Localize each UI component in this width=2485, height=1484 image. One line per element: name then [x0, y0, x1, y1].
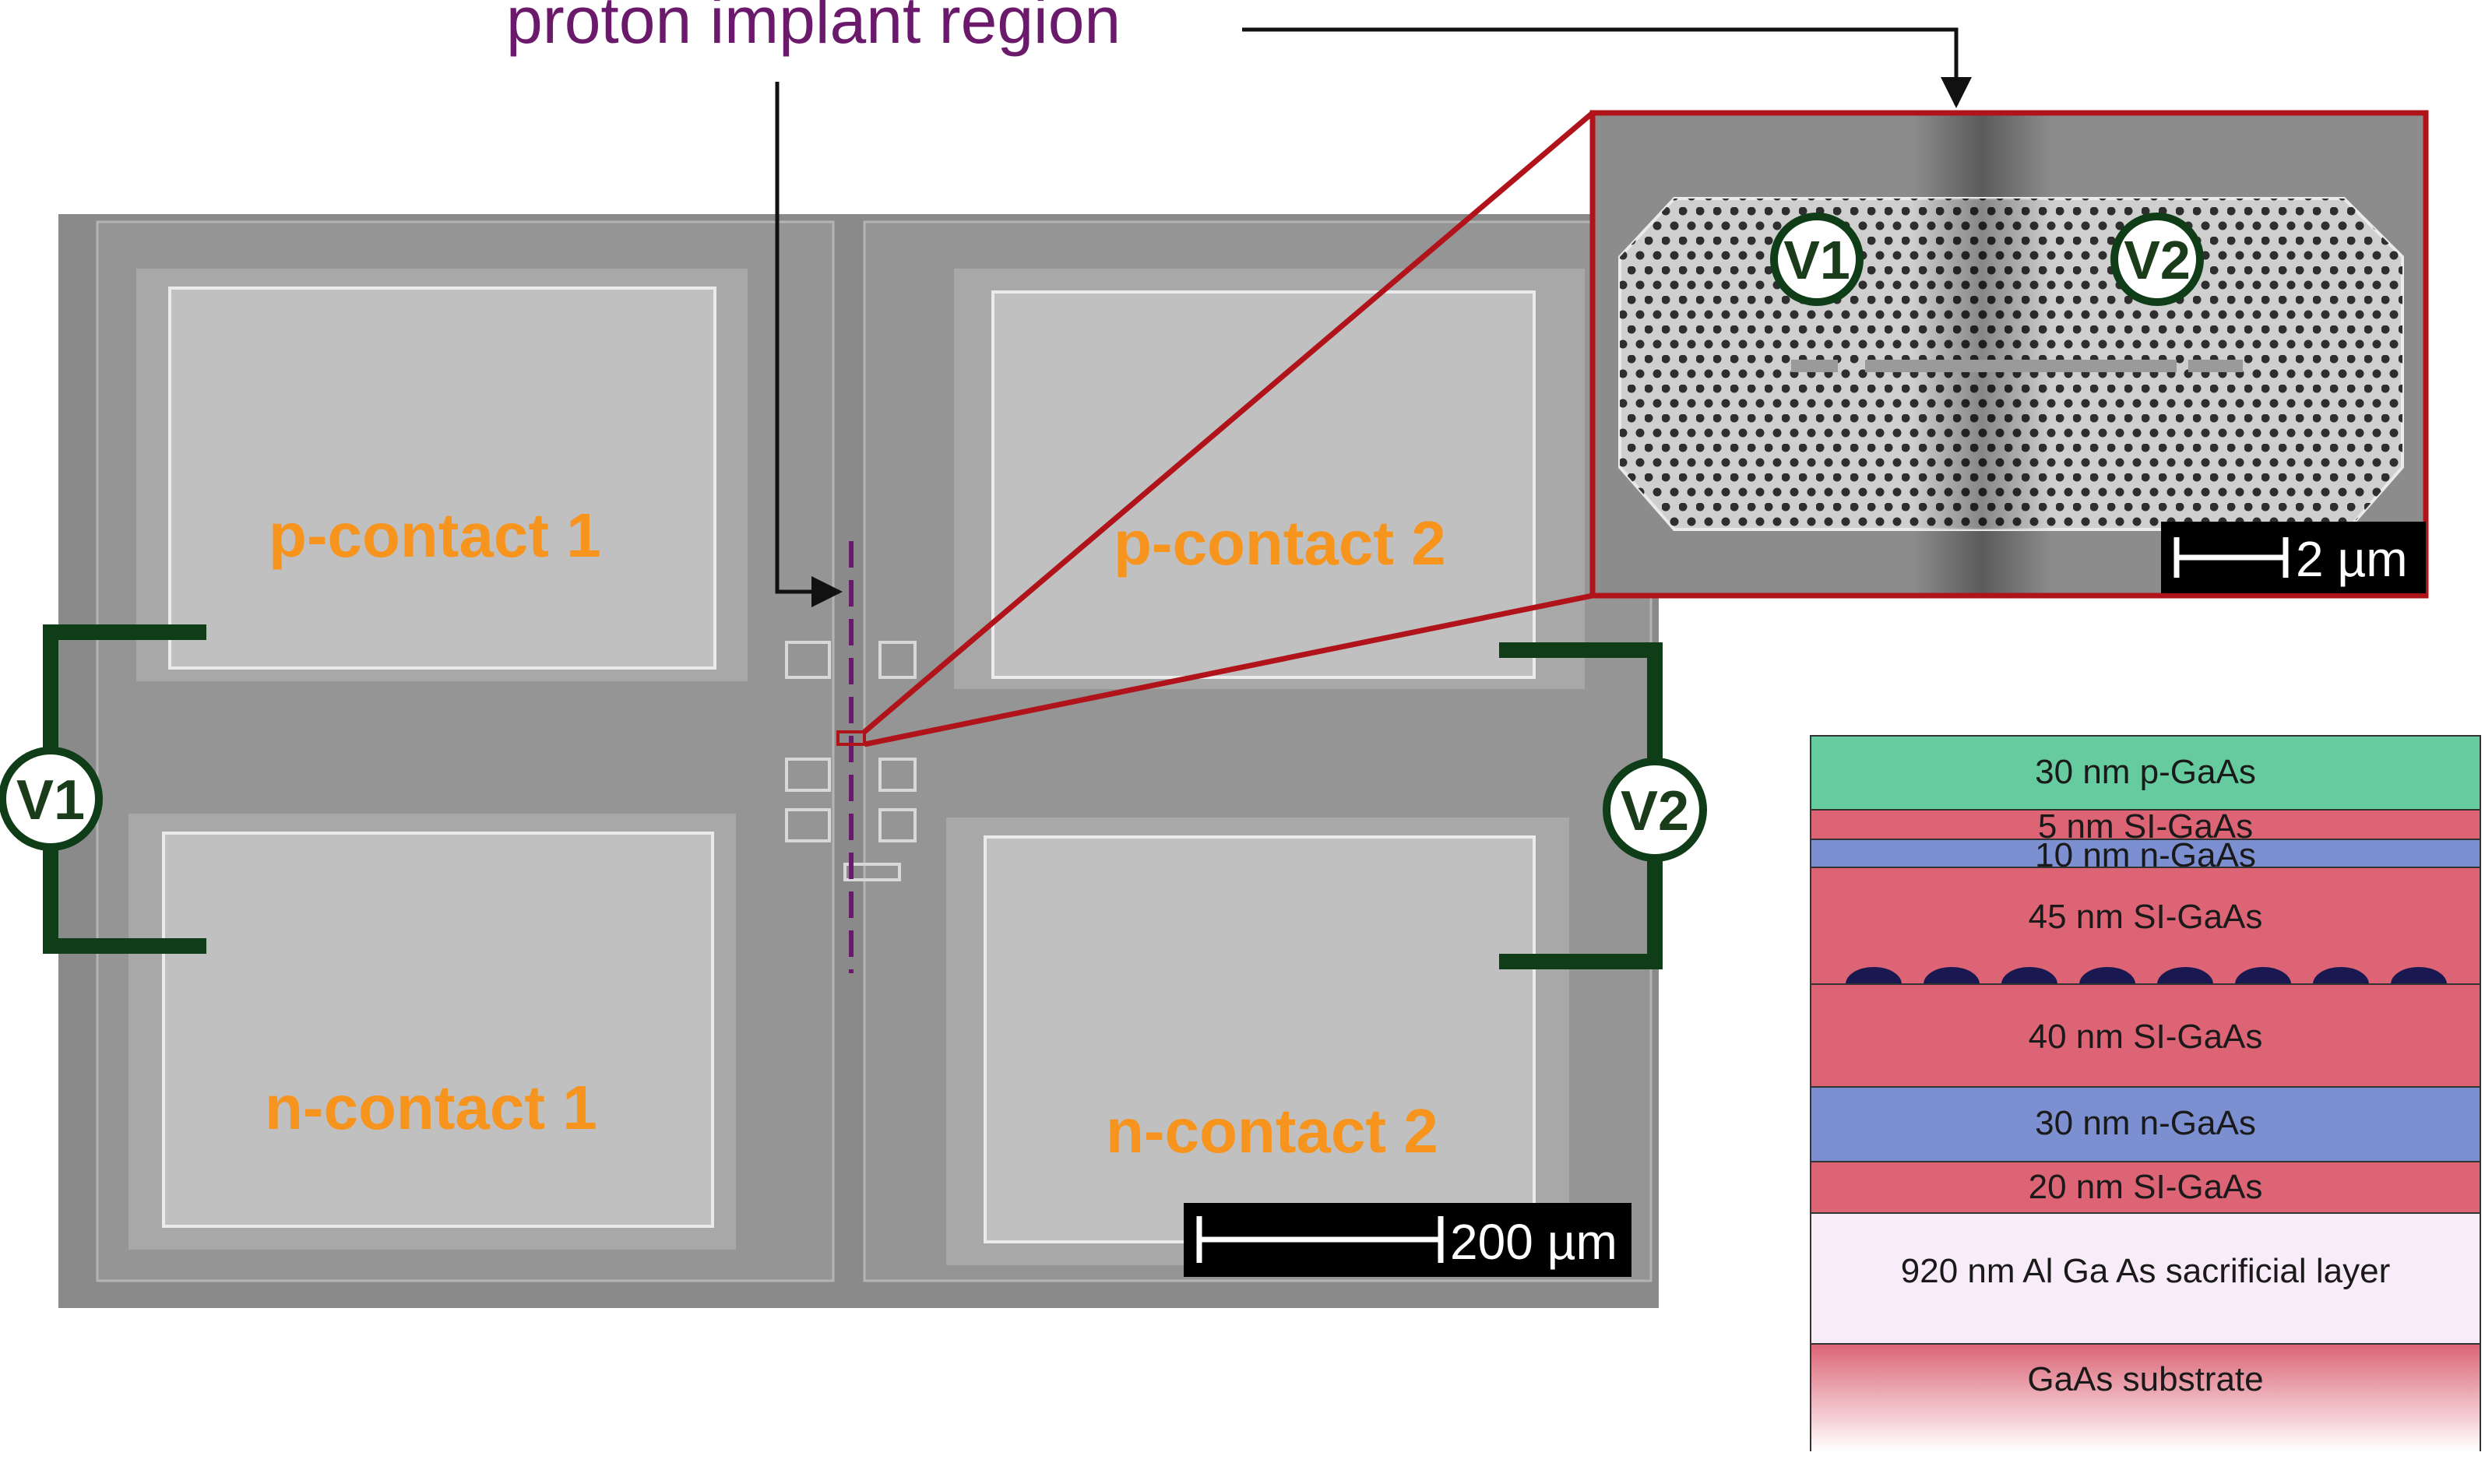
v2-bracket: V2 [1499, 642, 1707, 969]
v2-label: V2 [1621, 780, 1689, 842]
p-contact-1-label: p-contact 1 [269, 501, 601, 570]
p-contact-2-pad [991, 290, 1536, 679]
arrow-to-implant [775, 82, 843, 607]
p-contact-2-label: p-contact 2 [1114, 508, 1446, 578]
layer-5-label: 30 nm n-GaAs [2035, 1104, 2256, 1142]
quantum-dots [1846, 967, 2447, 984]
central-device [785, 641, 917, 881]
inset-v1-label: V1 [1783, 230, 1850, 290]
layer-8 [1811, 1344, 2480, 1451]
layer-4-label: 40 nm SI-GaAs [2029, 1018, 2263, 1056]
zoom-line-bottom [864, 593, 1593, 747]
zoom-line-top [862, 111, 1595, 734]
inset-v2-label: V2 [2124, 230, 2191, 290]
arrow-to-inset [1242, 27, 1972, 108]
sem-image [58, 214, 1659, 1308]
layer-stack: 30 nm p-GaAs 5 nm SI-GaAs 10 nm n-GaAs 4… [1810, 735, 2481, 1451]
layer-6-label: 20 nm SI-GaAs [2029, 1168, 2263, 1206]
scale-bar-main: 200 µm [1184, 1203, 1631, 1277]
layer-8-label: GaAs substrate [2027, 1360, 2263, 1398]
scale-bar-main-label: 200 µm [1450, 1214, 1617, 1270]
layer-7 [1810, 1212, 2481, 1345]
layer-3-label: 45 nm SI-GaAs [2029, 898, 2263, 936]
layer-5 [1810, 1086, 2481, 1162]
layer-0-label: 30 nm p-GaAs [2035, 753, 2256, 791]
layer-3 [1810, 867, 2481, 985]
n-contact-1-pad [162, 832, 714, 1228]
layer-0 [1810, 735, 2481, 811]
v1-label: V1 [16, 769, 85, 832]
scale-bar-inset-label: 2 µm [2296, 531, 2408, 587]
zoom-box [836, 730, 866, 746]
v1-bracket: V1 [0, 624, 206, 954]
n-contact-2-pad [984, 835, 1536, 1243]
p-contact-1-pad [168, 287, 716, 670]
n-contact-1-label: n-contact 1 [265, 1073, 597, 1142]
layer-1 [1810, 809, 2481, 840]
title-label: proton implant region [506, 0, 1121, 57]
layer-2 [1810, 839, 2481, 868]
inset-image: V1 V2 2 µm [1589, 110, 2429, 599]
n-contact-2-label: n-contact 2 [1106, 1096, 1438, 1166]
layer-7-label: 920 nm Al Ga As sacrificial layer [1901, 1252, 2390, 1290]
